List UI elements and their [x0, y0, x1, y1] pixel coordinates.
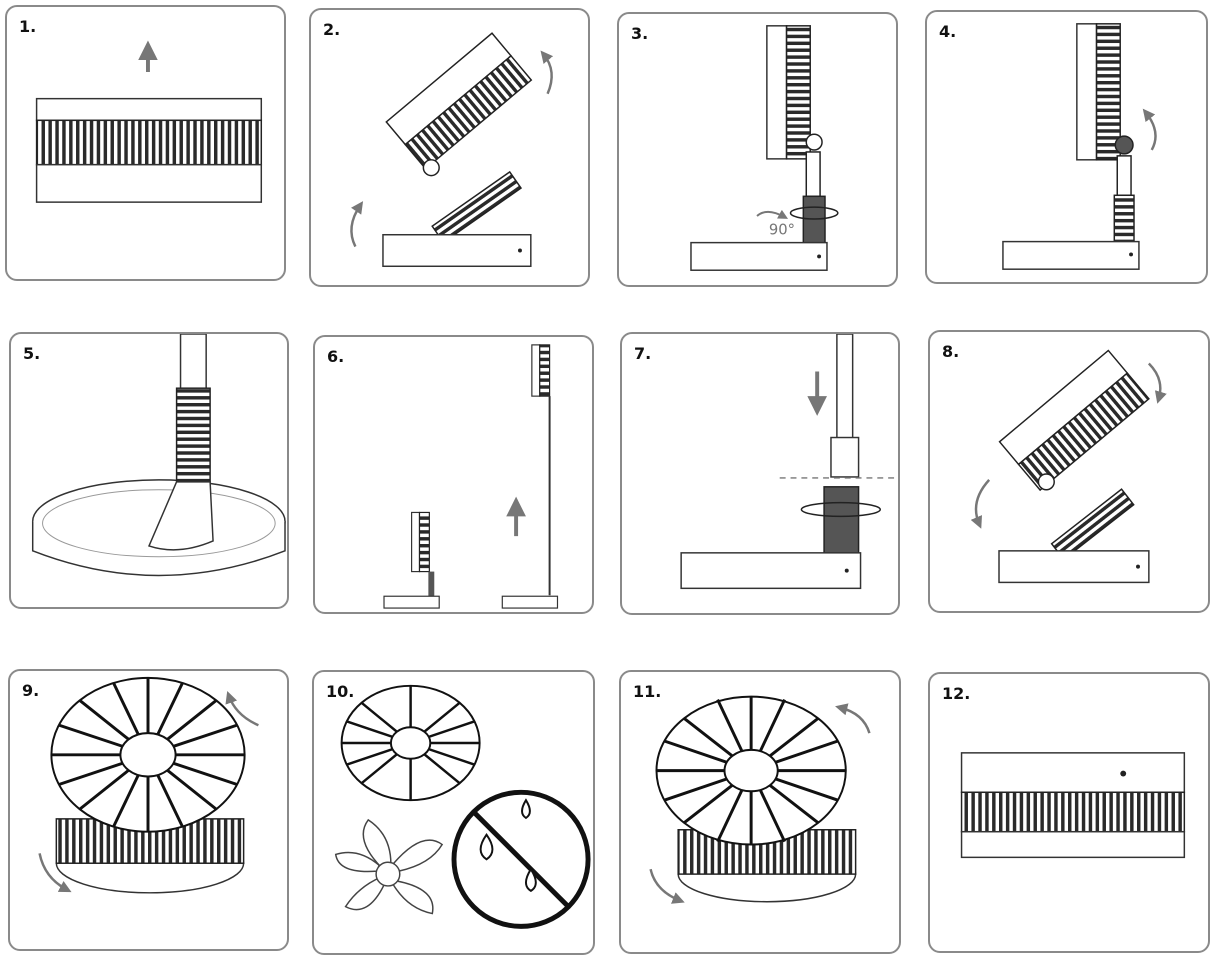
step-number: 1. — [19, 17, 37, 36]
curved-arrow-icon — [350, 201, 364, 248]
step-number: 4. — [939, 22, 957, 41]
step-panel-3: 3. 90° — [617, 12, 898, 287]
step-panel-11: 11. — [619, 670, 901, 954]
extend-pole-illustration — [383, 344, 559, 609]
water-drop-icon — [524, 867, 537, 893]
curved-arrow-icon — [1147, 362, 1167, 404]
curved-arrow-icon — [540, 50, 554, 95]
step-panel-5: 5. — [9, 332, 289, 609]
step-panel-1: 1. — [5, 5, 286, 281]
step-panel-7: 7. — [620, 332, 900, 615]
step-number: 11. — [633, 682, 662, 701]
cleaning-parts-illustration — [334, 684, 591, 929]
folded-fan-illustration — [35, 40, 263, 203]
tilt-back-illustration — [1002, 23, 1157, 270]
folded-fan-final-illustration — [960, 752, 1186, 859]
step-panel-9: 9. — [8, 669, 289, 951]
step-number: 10. — [326, 682, 355, 701]
step-panel-8: 8. — [928, 330, 1210, 613]
step-number: 2. — [323, 20, 341, 39]
step-number: 8. — [942, 342, 960, 361]
step-panel-4: 4. — [925, 10, 1208, 284]
step-panel-2: 2. — [309, 8, 590, 287]
step-number: 12. — [942, 684, 971, 703]
reattach-grille-illustration — [649, 695, 871, 904]
water-drop-icon — [521, 798, 531, 820]
step-number: 5. — [23, 344, 41, 363]
fan-blade-icon — [334, 818, 444, 915]
angle-label: 90° — [769, 222, 795, 239]
lower-pole-illustration — [680, 334, 898, 590]
curved-arrow-icon — [38, 853, 72, 893]
tilt-up-illustration — [350, 32, 554, 268]
water-drop-icon — [479, 832, 494, 861]
step-number: 3. — [631, 24, 649, 43]
step-number: 9. — [22, 681, 40, 700]
remove-grille-illustration — [38, 676, 259, 894]
no-water-icon — [451, 789, 591, 929]
curved-arrow-icon — [225, 690, 259, 727]
rotate-90-illustration: 90° — [690, 25, 839, 271]
curved-arrow-icon — [835, 703, 871, 734]
curved-arrow-icon — [970, 479, 991, 529]
step-number: 6. — [327, 347, 345, 366]
curved-arrow-icon — [1142, 108, 1157, 151]
step-number: 7. — [634, 344, 652, 363]
curved-arrow-icon — [756, 209, 789, 219]
base-closeup-illustration — [31, 334, 286, 577]
tilt-down-illustration — [970, 349, 1167, 584]
step-panel-6: 6. — [313, 335, 594, 614]
step-panel-12: 12. — [928, 672, 1210, 953]
step-panel-10: 10. — [312, 670, 595, 955]
curved-arrow-icon — [649, 868, 685, 904]
